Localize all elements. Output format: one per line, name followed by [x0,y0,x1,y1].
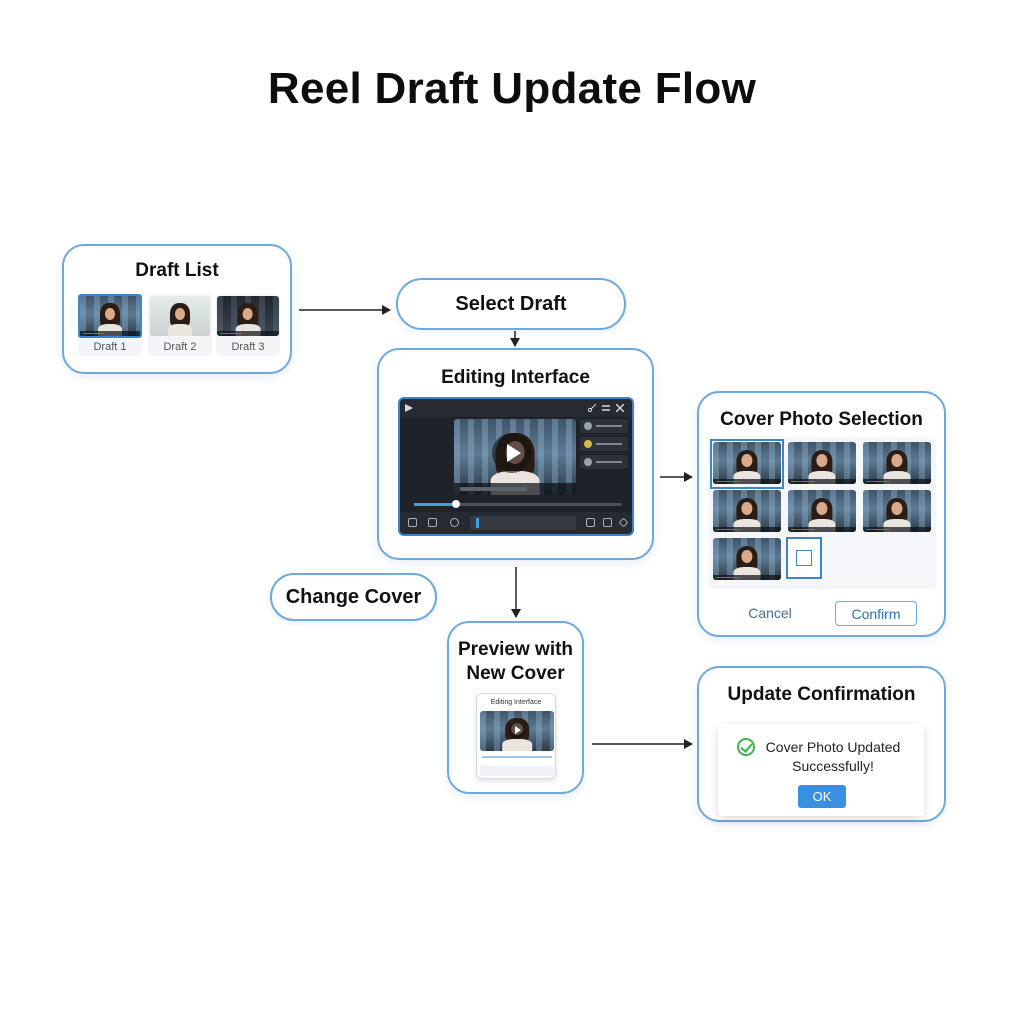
preview-title-line-2: New Cover [466,663,565,684]
folder-icon[interactable] [408,518,417,527]
editor-toolbar [400,399,632,417]
play-icon[interactable] [492,433,532,473]
editor-side-option-2[interactable] [580,437,628,451]
cover-option-5[interactable] [788,490,856,532]
draft-3-label: Draft 3 [231,341,265,353]
draft-2-label: Draft 2 [163,341,197,353]
draft-list-title: Draft List [135,260,219,281]
draft-item-2[interactable]: Draft 2 [148,294,212,356]
editor-window [398,397,634,536]
editor-bottom-bar [400,512,632,534]
cover-photo-grid [708,437,936,589]
preview-mini-window: Editing Interface [476,693,556,779]
editor-side-option-1[interactable] [580,419,628,433]
change-cover-node: Change Cover [270,573,437,621]
cover-option-2[interactable] [788,442,856,484]
success-message-line-1: Cover Photo Updated [765,739,901,755]
select-draft-node: Select Draft [396,278,626,330]
cover-option-empty-slot[interactable] [786,537,822,579]
success-dialog: Cover Photo Updated Successfully! OK [718,724,924,816]
cover-photo-selection-title: Cover Photo Selection [720,409,923,430]
caption-icon[interactable] [428,518,437,527]
editing-interface-title: Editing Interface [441,367,590,388]
draft-item-1[interactable]: Draft 1 [78,294,142,356]
effects-icon[interactable] [450,518,459,527]
cover-option-4[interactable] [713,490,781,532]
mini-toolbar [480,766,554,776]
editor-side-option-3[interactable] [580,455,628,469]
success-message: Cover Photo Updated Successfully! [758,738,908,776]
settings-icon[interactable] [602,404,610,412]
draft-list-node: Draft List Draft 1 Draft 2 Draft 3 [62,244,292,374]
check-circle-icon [737,738,755,756]
add-icon[interactable] [586,518,595,527]
page-title: Reel Draft Update Flow [267,64,757,113]
update-confirmation-title: Update Confirmation [727,684,916,705]
cover-option-3[interactable] [863,442,931,484]
editor-text-field[interactable] [470,516,576,530]
draft-2-thumbnail [150,296,210,336]
change-cover-label: Change Cover [285,585,422,608]
close-icon[interactable] [616,404,624,412]
mini-timeline [482,756,552,758]
scissors-icon[interactable] [588,404,596,412]
cover-option-7[interactable] [713,538,781,580]
cover-option-6[interactable] [863,490,931,532]
mini-window-title: Editing Interface [490,699,542,706]
preview-title-line-1: Preview with [457,639,574,660]
editor-timeline-slider[interactable] [414,500,622,508]
more-icon[interactable] [618,517,629,528]
select-draft-label: Select Draft [455,292,567,315]
draft-item-3[interactable]: Draft 3 [216,294,280,356]
cover-option-selected-frame [710,439,784,489]
play-icon [509,722,525,738]
mini-video-preview [480,711,554,751]
ok-button[interactable]: OK [798,785,846,808]
export-icon[interactable] [603,518,612,527]
confirm-button[interactable]: Confirm [835,601,917,626]
success-message-line-2: Successfully! [792,758,874,774]
draft-3-thumbnail [217,296,279,336]
draft-1-thumbnail [78,294,142,338]
editor-logo-icon [405,404,413,412]
draft-1-label: Draft 1 [93,341,127,353]
cover-option-1[interactable] [713,442,781,484]
cancel-button[interactable]: Cancel [735,601,805,625]
